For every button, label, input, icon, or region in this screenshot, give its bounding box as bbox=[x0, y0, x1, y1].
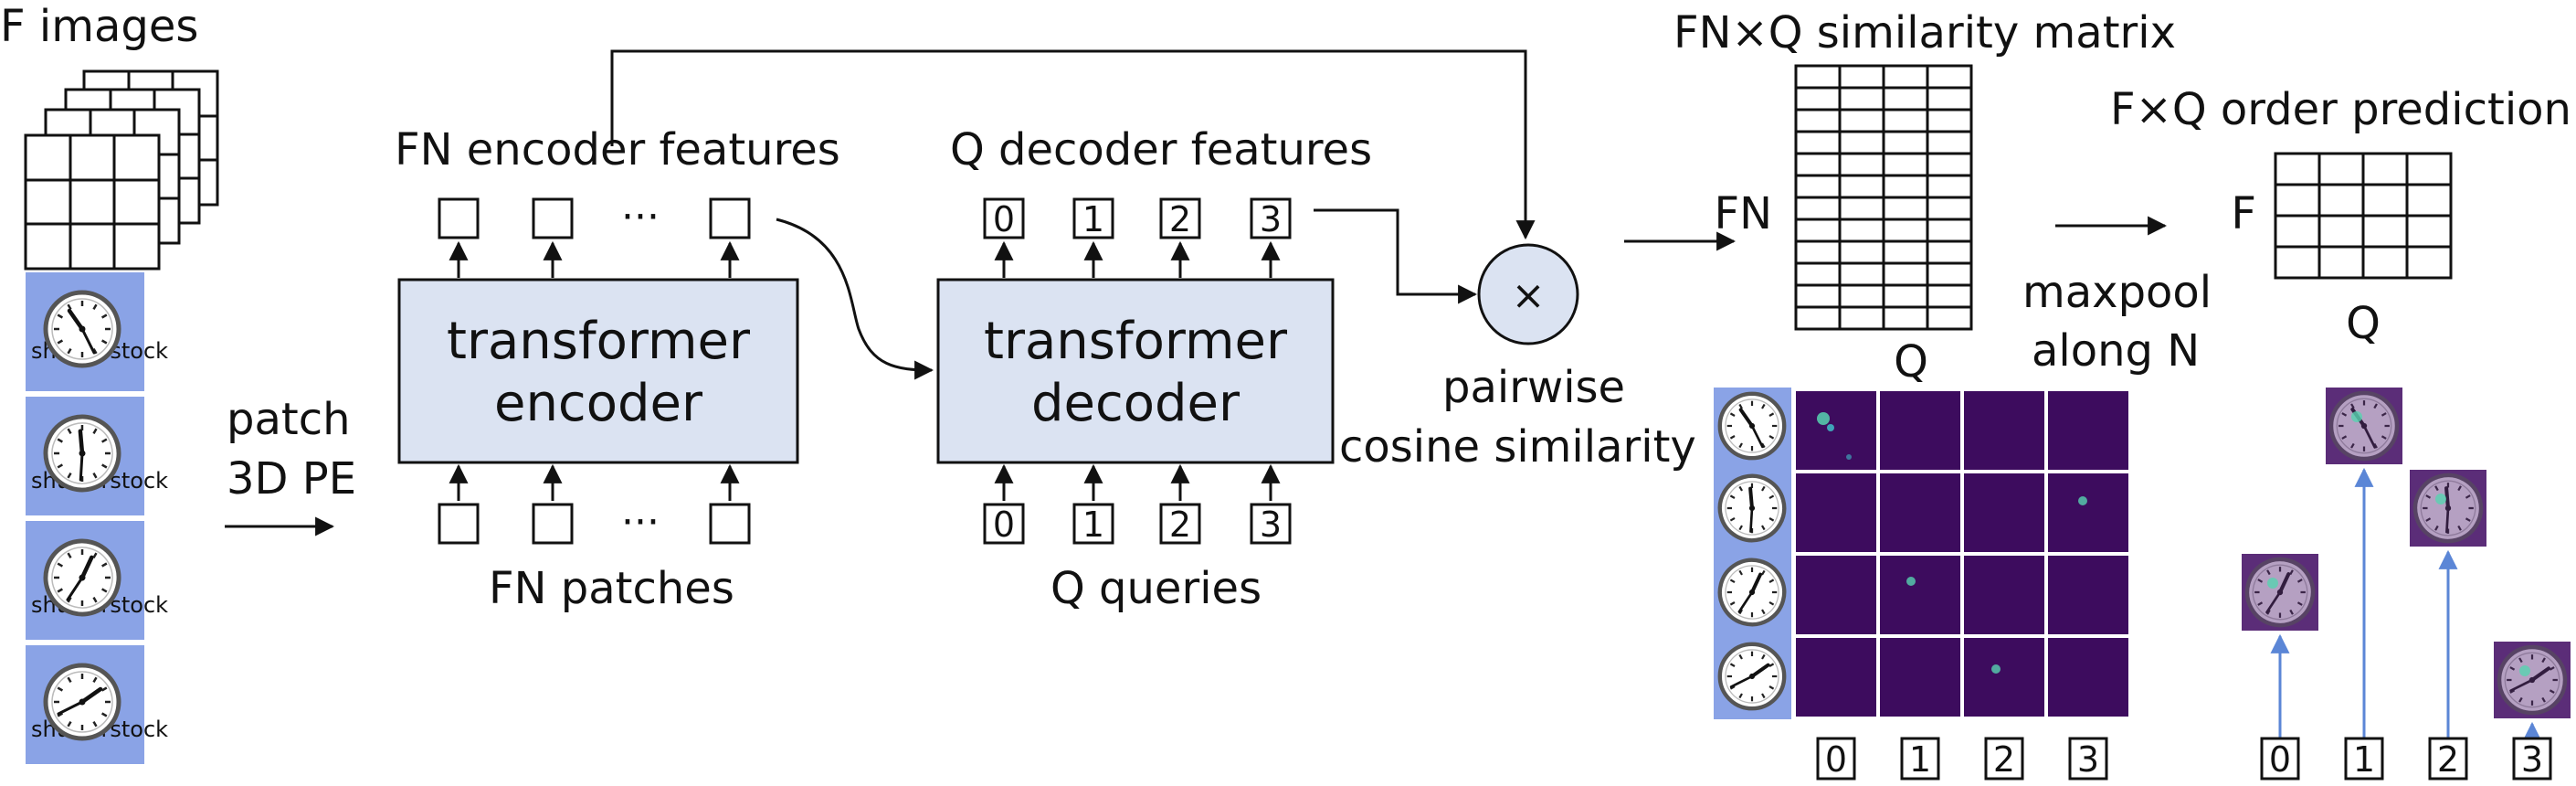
encoder-input-arrows bbox=[449, 463, 740, 501]
heatmap-index: 3 bbox=[2077, 739, 2099, 780]
heatmap-query-indices: 0 1 2 3 bbox=[1816, 737, 2108, 781]
encoder-title-line2: encoder bbox=[494, 374, 703, 433]
decoder-title-line1: transformer bbox=[984, 312, 1288, 371]
patch-label: patch bbox=[227, 394, 351, 445]
heatmap-index: 0 bbox=[1825, 739, 1847, 780]
order-index: 0 bbox=[2269, 739, 2291, 780]
query-index: 0 bbox=[993, 505, 1015, 545]
encoder-title-line1: transformer bbox=[447, 312, 751, 371]
order-index: 1 bbox=[2353, 739, 2375, 780]
fn-patches-label: FN patches bbox=[489, 563, 734, 614]
image-stack-grid bbox=[24, 69, 219, 271]
multiply-symbol: × bbox=[1512, 272, 1546, 319]
order-q-axis: Q bbox=[2346, 298, 2381, 349]
patches-ellipsis: ··· bbox=[621, 499, 660, 546]
clock-frame-3: shutterstock bbox=[26, 521, 168, 640]
clock-frame-2: shutterstock bbox=[26, 397, 168, 515]
decoder-title-line2: decoder bbox=[1031, 374, 1240, 433]
decoder-output-arrows bbox=[994, 240, 1281, 278]
similarity-matrix-title: FN×Q similarity matrix bbox=[1673, 7, 2176, 58]
pe-label: 3D PE bbox=[227, 453, 356, 505]
decoder-feature-index: 0 bbox=[993, 199, 1015, 239]
maxpool-label-line2: along N bbox=[2032, 325, 2200, 377]
f-images-label: F images bbox=[0, 1, 198, 52]
heatmap-clock-column bbox=[1708, 388, 1796, 719]
encoder-skip-arrow bbox=[610, 49, 1536, 240]
decoder-features-label: Q decoder features bbox=[950, 124, 1372, 175]
decoder-to-multiply-arrow bbox=[1314, 208, 1478, 304]
maxpool-label-line1: maxpool bbox=[2022, 267, 2212, 318]
encoder-to-decoder-arrow bbox=[776, 218, 934, 380]
order-tiles bbox=[2235, 388, 2571, 718]
decoder-feature-index: 3 bbox=[1260, 199, 1282, 239]
decoder-feature-index: 1 bbox=[1082, 199, 1104, 239]
query-tokens: 0 1 2 3 bbox=[983, 503, 1292, 545]
order-index: 2 bbox=[2437, 739, 2459, 780]
clock-frame-1: shutterstock bbox=[26, 272, 168, 391]
order-tile-2 bbox=[2403, 463, 2493, 553]
order-prediction-title: F×Q order prediction bbox=[2110, 84, 2571, 135]
heatmap-index: 2 bbox=[1993, 739, 2015, 780]
query-index: 3 bbox=[1260, 505, 1282, 545]
heatmap-index: 1 bbox=[1909, 739, 1931, 780]
order-index: 3 bbox=[2521, 739, 2543, 780]
order-index-arrows bbox=[2270, 467, 2542, 741]
order-tile-3 bbox=[2494, 642, 2571, 718]
matrix-q-axis: Q bbox=[1894, 336, 1928, 388]
encoder-output-arrows bbox=[449, 240, 740, 278]
order-tile-0 bbox=[2235, 547, 2325, 637]
query-index: 2 bbox=[1169, 505, 1191, 545]
similarity-matrix-grid bbox=[1794, 64, 1973, 331]
decoder-feature-tokens: 0 1 2 3 bbox=[983, 197, 1292, 239]
order-prediction-grid bbox=[2274, 152, 2453, 280]
encoder-features-label: FN encoder features bbox=[395, 124, 840, 175]
cosine-similarity-label: cosine similarity bbox=[1339, 421, 1696, 473]
pairwise-label: pairwise bbox=[1442, 362, 1625, 413]
clock-frame-4: shutterstock bbox=[26, 645, 168, 764]
order-tile-1 bbox=[2326, 388, 2402, 464]
patch-tokens bbox=[438, 503, 751, 545]
q-queries-label: Q queries bbox=[1050, 563, 1262, 614]
matrix-fn-axis: FN bbox=[1714, 188, 1772, 239]
order-f-axis: F bbox=[2231, 188, 2256, 239]
transformer-encoder-box bbox=[397, 278, 799, 464]
encoder-features-ellipsis: ··· bbox=[621, 194, 660, 240]
transformer-decoder-box bbox=[936, 278, 1335, 464]
similarity-heatmap bbox=[1791, 388, 2131, 719]
encoder-feature-tokens bbox=[438, 197, 751, 239]
order-query-indices: 0 1 2 3 bbox=[2260, 737, 2552, 781]
decoder-feature-index: 2 bbox=[1169, 199, 1191, 239]
decoder-input-arrows bbox=[994, 463, 1281, 501]
query-index: 1 bbox=[1082, 505, 1104, 545]
multiply-node bbox=[1477, 243, 1579, 345]
